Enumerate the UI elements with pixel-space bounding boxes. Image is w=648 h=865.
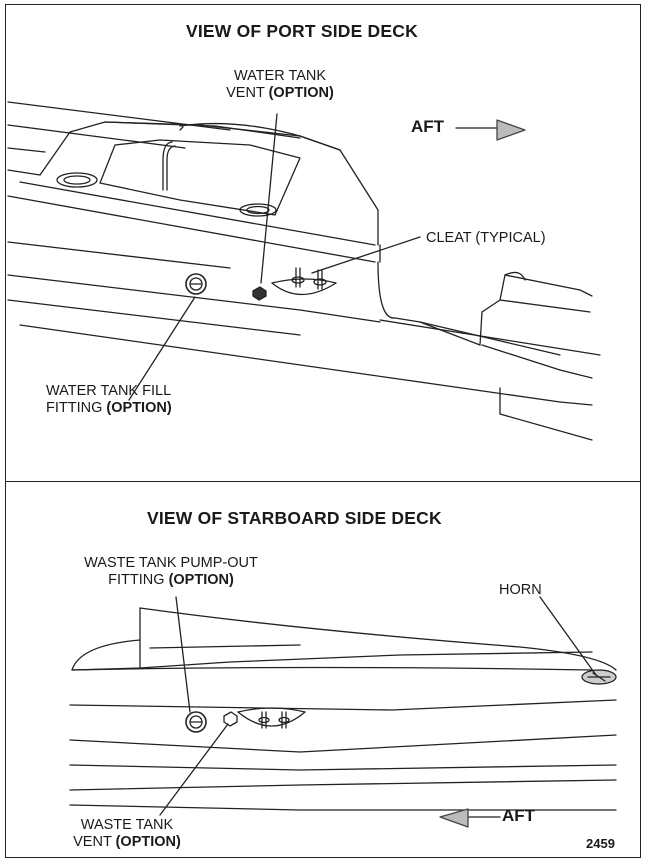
port-deck-drawing xyxy=(7,101,601,441)
fill-leader-line xyxy=(128,296,196,401)
water-tank-vent-line2a: VENT xyxy=(226,85,265,101)
waste-tank-pumpout-line2a: FITTING xyxy=(108,572,165,588)
vent-leader-line xyxy=(260,113,278,284)
waste-tank-pumpout-label: WASTE TANK PUMP-OUT FITTING (OPTION) xyxy=(56,555,286,589)
pumpout-leader-line xyxy=(175,596,191,713)
water-tank-fill-label: WATER TANK FILL FITTING (OPTION) xyxy=(46,383,172,417)
port-leaders xyxy=(128,113,421,401)
starboard-section-title: VIEW OF STARBOARD SIDE DECK xyxy=(147,508,442,528)
horn-label: HORN xyxy=(499,582,542,598)
waste-tank-vent-option: (OPTION) xyxy=(115,834,181,850)
water-tank-vent-label: WATER TANK VENT (OPTION) xyxy=(210,68,350,102)
waste-tank-pumpout-option: (OPTION) xyxy=(168,572,234,588)
port-aft-arrow xyxy=(455,119,526,141)
starboard-aft-label: AFT xyxy=(502,806,536,825)
section-divider xyxy=(5,481,641,482)
waste-vent-leader-line xyxy=(159,723,229,816)
port-aft-label: AFT xyxy=(411,117,445,136)
horn-leader-line xyxy=(539,596,597,676)
water-tank-vent-line1: WATER TANK xyxy=(233,68,327,84)
cleat-leader-line xyxy=(311,236,421,274)
waste-tank-vent-line1: WASTE TANK xyxy=(80,817,174,833)
starboard-aft-arrow xyxy=(439,808,501,828)
figure-number: 2459 xyxy=(586,836,615,851)
starboard-leaders xyxy=(159,596,597,816)
water-tank-fill-option: (OPTION) xyxy=(106,400,172,416)
cleat-label: CLEAT (TYPICAL) xyxy=(426,230,546,246)
water-tank-fill-line2a: FITTING xyxy=(46,400,103,416)
waste-tank-pumpout-line1: WASTE TANK PUMP-OUT xyxy=(84,555,258,571)
port-section-title: VIEW OF PORT SIDE DECK xyxy=(186,21,418,41)
figure-frame xyxy=(5,4,641,858)
water-tank-vent-option: (OPTION) xyxy=(268,85,334,101)
waste-tank-vent-label: WASTE TANK VENT (OPTION) xyxy=(52,817,202,851)
water-tank-fill-line1: WATER TANK FILL xyxy=(46,383,172,399)
waste-tank-vent-line2a: VENT xyxy=(73,834,112,850)
starboard-deck-drawing xyxy=(69,607,617,811)
